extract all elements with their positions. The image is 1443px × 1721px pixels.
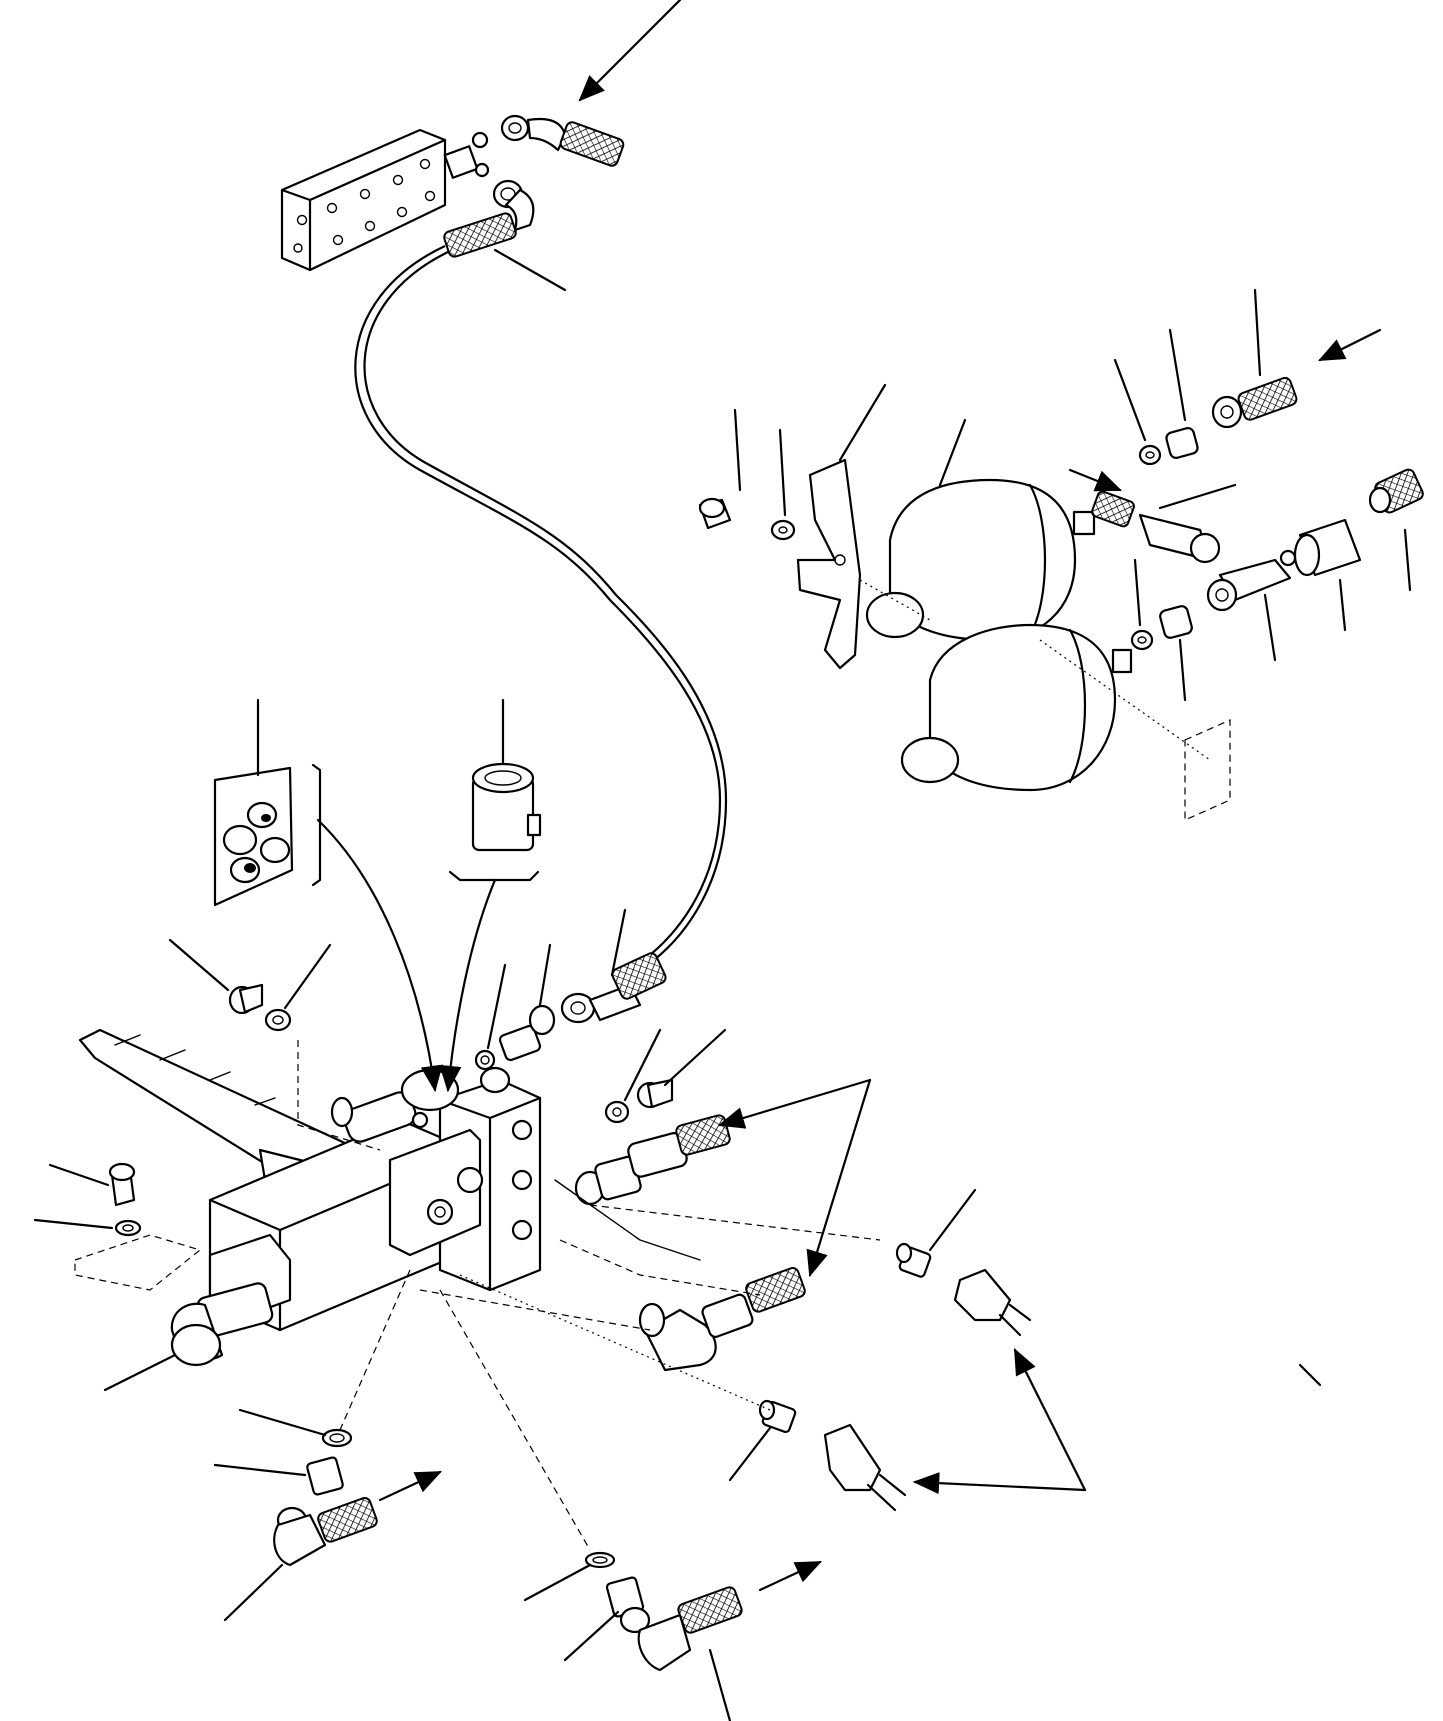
decal-to-valve-arrow: [316, 818, 443, 1093]
pedal-boot-cover: [448, 762, 542, 882]
identification-decal: [213, 763, 322, 907]
alignment-lines: [339, 579, 931, 1551]
valve-outlet-hose-lower: [638, 1267, 806, 1372]
pilot-hose-line-inner: [363, 251, 728, 961]
pressure-switch-lower: [758, 1399, 907, 1512]
valve-mount-bolt-washer: [228, 983, 381, 1151]
valve-lower-left-fittings: [273, 1428, 378, 1567]
manifold-upper-elbow-hose: [500, 114, 625, 167]
valve-inlet-fittings: [474, 952, 667, 1071]
bracket-bolt-washer: [698, 497, 796, 541]
manifold-lower-elbow-hose: [443, 179, 535, 258]
valve-side-bolt-washer: [604, 1078, 674, 1124]
callout-leaders: [33, 0, 1412, 1721]
pressure-switch-upper: [895, 1242, 1032, 1337]
pedal-mount-bolt: [74, 1162, 202, 1291]
accumulator-tee-hose: [1091, 468, 1424, 612]
valve-outlet-hose-upper: [574, 1114, 731, 1206]
pilot-valve-assembly: [78, 1028, 542, 1367]
manifold-block: [280, 114, 625, 272]
accumulator-mount-surface: [1039, 639, 1231, 821]
valve-lower-center-fittings: [584, 1551, 743, 1672]
manifold-tee-fitting: [443, 131, 490, 179]
pilot-hose-line: [354, 245, 722, 956]
accumulator-upper: [865, 478, 1096, 642]
accumulator-bracket: [796, 458, 862, 670]
manifold-port-holes: [293, 158, 436, 253]
accumulator-upper-fittings: [1138, 376, 1298, 466]
cover-to-valve-arrow: [439, 878, 497, 1093]
accumulator-lower-fittings: [1130, 605, 1193, 651]
accumulator-lower: [900, 623, 1133, 792]
